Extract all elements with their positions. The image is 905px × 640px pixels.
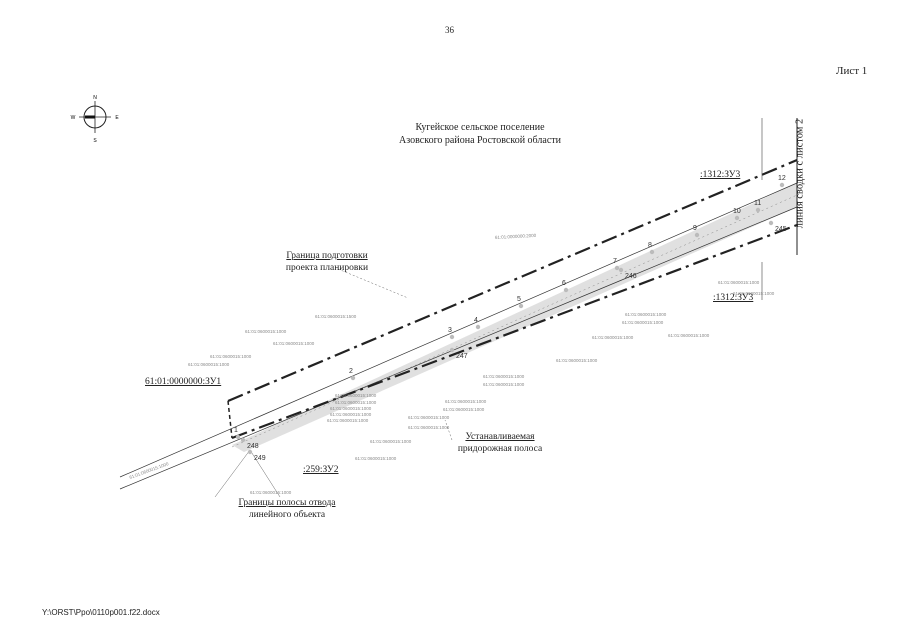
svg-text:61:01:0600015:1000: 61:01:0600015:1000 [592, 335, 634, 340]
boundary-point-label-10: 10 [733, 208, 741, 215]
svg-text:61:01:0600015:1000: 61:01:0600015:1000 [370, 439, 412, 444]
svg-text:61:01:0600015:1000: 61:01:0600015:1000 [718, 280, 760, 285]
right-of-way-label-line1: Границы полосы отвода [238, 498, 336, 508]
svg-text:61:01:0600015:1000: 61:01:0600015:1000 [273, 341, 315, 346]
roadside-strip-label-line2: придорожная полоса [457, 444, 543, 454]
footer-file-path: Y:\ORST\Ppo\0110p001.f22.docx [42, 608, 160, 617]
svg-text:61:01:0600015:1000: 61:01:0600015:1000 [483, 382, 525, 387]
boundary-point-2 [350, 375, 356, 381]
boundary-point-248 [240, 437, 246, 443]
boundary-point-label-6: 6 [562, 280, 566, 287]
roadside-strip-label: Устанавливаемая придорожная полоса [440, 431, 560, 455]
boundary-point-3 [449, 334, 455, 340]
svg-text:61:01:0600015:1000: 61:01:0600015:1000 [245, 329, 287, 334]
boundary-point-6 [563, 287, 569, 293]
boundary-point-7 [614, 265, 620, 271]
roadside-strip-line [231, 223, 798, 440]
north-arrow-icon: N S W E [71, 95, 120, 144]
svg-text:61:01:0600015:1000: 61:01:0600015:1000 [408, 425, 450, 430]
planning-boundary-label-line2: проекта планировки [285, 263, 369, 273]
svg-text:61:01:0000000:2000: 61:01:0000000:2000 [495, 233, 537, 240]
svg-text:61:01:0600015:1500: 61:01:0600015:1500 [315, 314, 357, 319]
svg-text:61:01:0600015:1000: 61:01:0600015:1000 [443, 407, 485, 412]
road-edge-upper [119, 182, 798, 478]
svg-text:61:01:0600015:1000: 61:01:0600015:1000 [335, 393, 377, 398]
boundary-point-12 [779, 182, 785, 188]
boundary-point-label-5: 5 [517, 296, 521, 303]
sheet-link-label: линия сводки с листом 2 [794, 118, 806, 229]
svg-text:61:01:0600015:1000: 61:01:0600015:1000 [483, 374, 525, 379]
cadastral-annotations: 61:01:0000000:2000 61:01:0600015:1500 61… [129, 233, 775, 495]
boundary-point-9 [694, 232, 700, 238]
svg-text:61:01:0600015:1000: 61:01:0600015:1000 [733, 291, 775, 296]
boundary-point-label-3: 3 [448, 327, 452, 334]
svg-text:61:01:0600015:1000: 61:01:0600015:1000 [210, 354, 252, 359]
svg-text:61:01:0600015:1000: 61:01:0600015:1000 [445, 399, 487, 404]
boundary-point-249 [247, 449, 253, 455]
parcel-zu2: :259:ЗУ2 [303, 465, 339, 475]
planning-boundary-label: Граница подготовки проекта планировки [272, 250, 382, 274]
svg-text:61:01:0600015:1000: 61:01:0600015:1000 [408, 415, 450, 420]
planning-boundary-label-line1: Граница подготовки [286, 251, 368, 261]
planning-boundary-line [227, 158, 798, 403]
sheet-label: Лист 1 [836, 65, 868, 77]
page-number: 36 [445, 25, 454, 35]
boundary-point-11 [755, 207, 761, 213]
boundary-point-label-9: 9 [693, 225, 697, 232]
boundary-point-1 [235, 434, 241, 440]
parcel-zu1: 61:01:0000000:ЗУ1 [145, 377, 222, 387]
svg-text:61:01:0600015:1000: 61:01:0600015:1000 [556, 358, 598, 363]
boundary-point-label-249: 249 [254, 455, 266, 462]
svg-text:61:01:0600015:1000: 61:01:0600015:1000 [335, 400, 377, 405]
svg-text:61:01:0600015:1000: 61:01:0600015:1000 [330, 406, 372, 411]
road-axis [231, 194, 798, 448]
svg-text:61:01:0600015:1000: 61:01:0600015:1000 [327, 418, 369, 423]
right-of-way-label-line2: линейного объекта [248, 510, 326, 520]
boundary-point-label-12: 12 [778, 175, 786, 182]
boundary-point-10 [734, 215, 740, 221]
svg-text:61:01:0600015:1000: 61:01:0600015:1000 [668, 333, 710, 338]
svg-text:61:01:0600015:1000: 61:01:0600015:1000 [355, 456, 397, 461]
boundary-point-4 [475, 324, 481, 330]
road-edge-lower [119, 206, 798, 490]
boundary-point-label-247: 247 [456, 353, 468, 360]
north-arrow-w: W [71, 115, 76, 121]
north-arrow-n: N [93, 95, 97, 101]
boundary-point-label-2: 2 [349, 368, 353, 375]
parcel-zu3-upper: :1312:ЗУ3 [700, 170, 741, 180]
boundary-point-label-7: 7 [613, 258, 617, 265]
boundary-point-label-245: 245 [775, 226, 787, 233]
boundary-point-245 [768, 220, 774, 226]
boundary-point-label-246: 246 [625, 273, 637, 280]
svg-text:61:01:0600015:1000: 61:01:0600015:1000 [622, 320, 664, 325]
svg-text:61:01:0600015:1000: 61:01:0600015:1000 [625, 312, 667, 317]
settlement-name: Кугейское сельское поселение [415, 122, 545, 133]
parcel-zu3-lower: :1312:ЗУ3 [713, 293, 754, 303]
north-arrow-s: S [93, 138, 97, 144]
boundary-point-246 [618, 267, 624, 273]
svg-text:61:01:0600015:1000: 61:01:0600015:1000 [330, 412, 372, 417]
boundary-point-8 [649, 249, 655, 255]
north-arrow-e: E [115, 115, 119, 121]
roadside-strip-label-line1: Устанавливаемая [465, 432, 535, 442]
boundary-point-label-248: 248 [247, 443, 259, 450]
settlement-title: Кугейское сельское поселение Азовского р… [380, 121, 580, 147]
right-of-way-label: Границы полосы отвода линейного объекта [222, 497, 352, 521]
boundary-point-label-8: 8 [648, 242, 652, 249]
svg-text:61:01:0600015:1000: 61:01:0600015:1000 [188, 362, 230, 367]
boundary-point-label-1: 1 [234, 427, 238, 434]
boundary-point-label-4: 4 [474, 317, 478, 324]
district-name: Азовского района Ростовской области [399, 135, 561, 146]
boundary-point-247 [449, 347, 455, 353]
boundary-point-5 [518, 303, 524, 309]
boundary-point-label-11: 11 [754, 200, 761, 207]
svg-text:61:01:0600015:1000: 61:01:0600015:1000 [250, 490, 292, 495]
